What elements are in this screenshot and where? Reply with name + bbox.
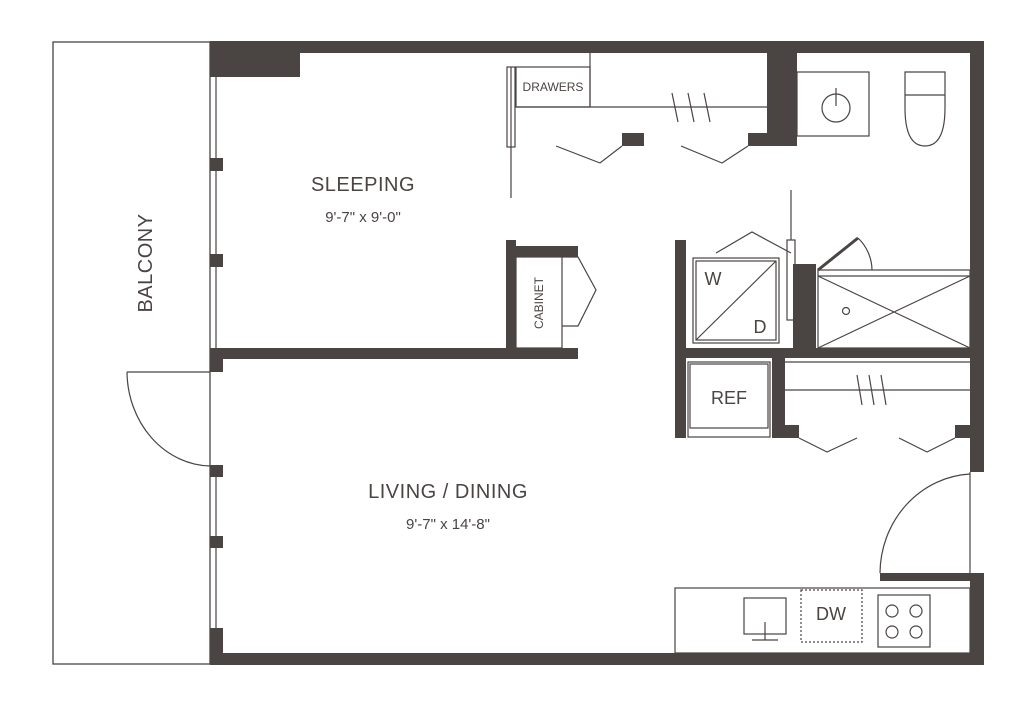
sleeping-sliding-door <box>506 66 516 198</box>
laundry-door <box>715 190 796 321</box>
drawers-label: DRAWERS <box>523 80 584 94</box>
dryer-label: D <box>754 317 767 337</box>
kitchen-counter <box>674 587 971 654</box>
entry-closet <box>785 361 970 453</box>
exterior-walls <box>210 41 984 665</box>
balcony-outline <box>52 41 211 665</box>
sleeping-room-dims: 9'-7" x 9'-0" <box>325 209 401 226</box>
cabinet-label: CABINET <box>532 276 546 329</box>
bath-sink <box>796 71 870 137</box>
bath-door <box>817 236 873 272</box>
washer-dryer <box>692 257 780 344</box>
closet-drawers <box>515 53 767 164</box>
living-room-dims: 9'-7" x 14'-8" <box>406 516 490 533</box>
washer-label: W <box>705 269 722 289</box>
shower <box>817 269 971 349</box>
cabinet <box>515 256 597 349</box>
toilet <box>904 71 946 147</box>
balcony-label: BALCONY <box>135 213 157 312</box>
balcony-door <box>126 371 211 467</box>
entry-door <box>879 472 971 574</box>
interior-walls <box>223 53 984 581</box>
refrigerator <box>687 361 771 438</box>
living-room-name: LIVING / DINING <box>368 481 528 503</box>
dishwasher-label: DW <box>816 604 846 624</box>
sleeping-room-name: SLEEPING <box>311 174 415 196</box>
refrigerator-label: REF <box>711 388 747 408</box>
